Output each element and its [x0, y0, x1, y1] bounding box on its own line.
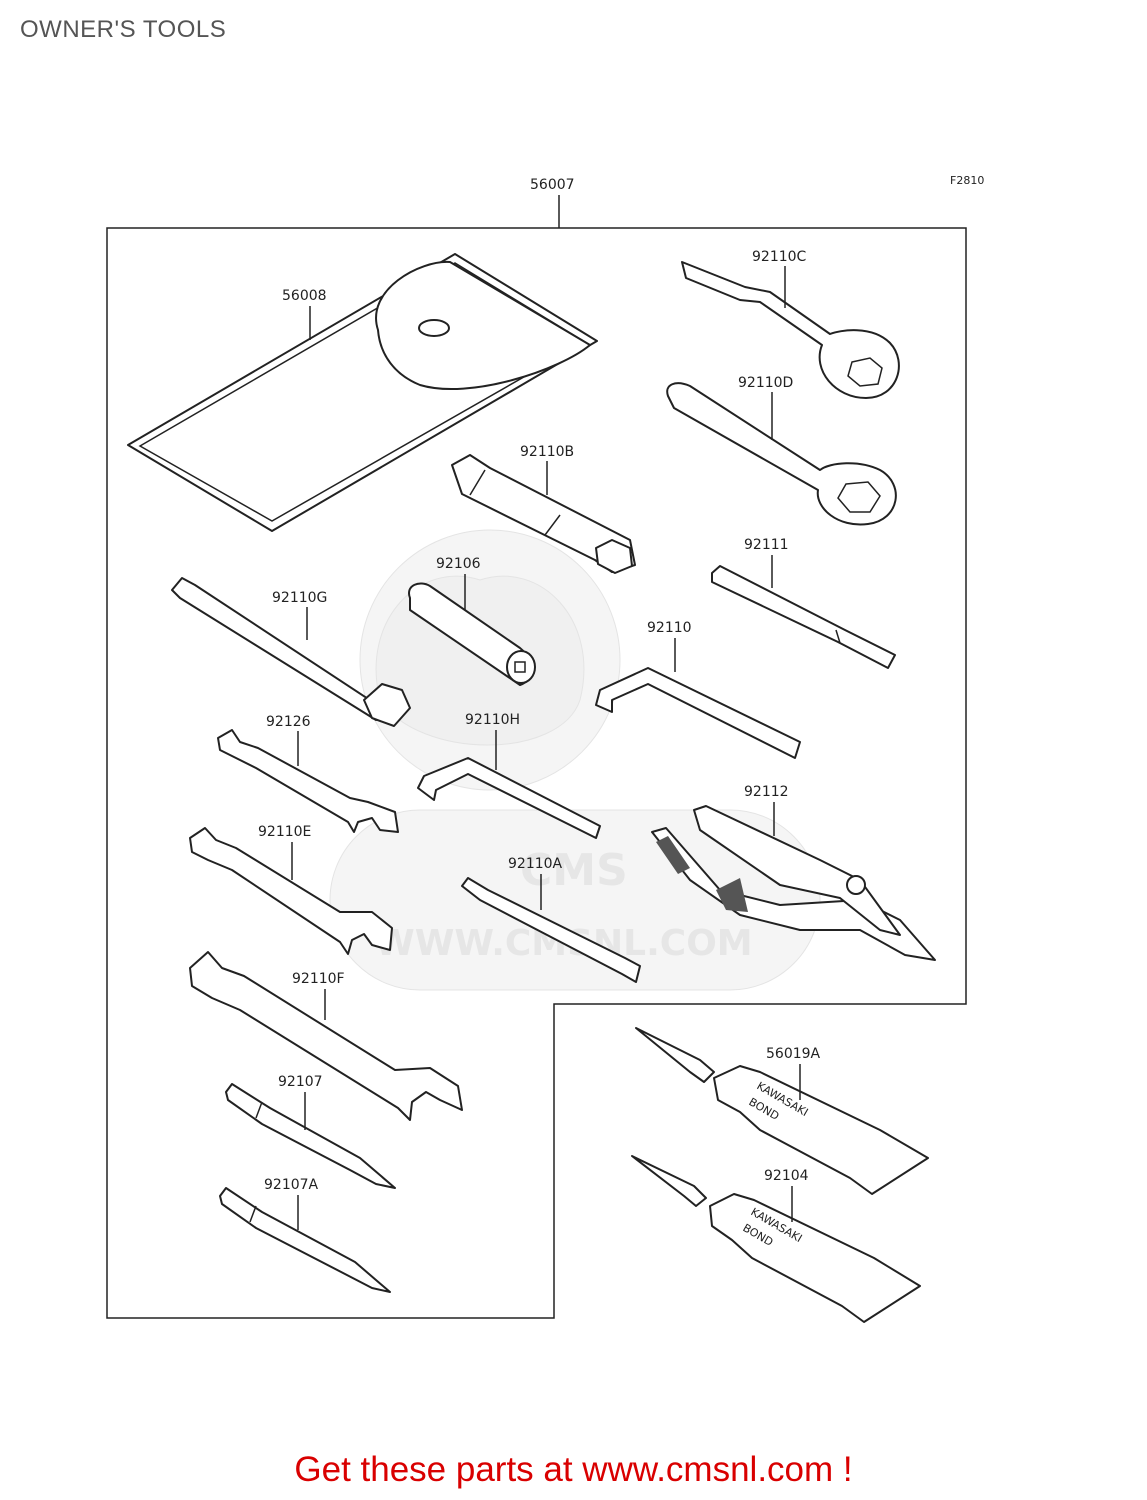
- assembly-part-number: 56007: [530, 177, 575, 193]
- screwdriver-icon: [711, 565, 896, 669]
- socket-wrench-icon: [451, 454, 636, 574]
- part-label-92110E: 92110E: [258, 824, 311, 840]
- part-label-92110C: 92110C: [752, 249, 807, 265]
- part-label-92110B: 92110B: [520, 444, 574, 460]
- part-label-92111: 92111: [744, 537, 789, 553]
- part-label-56008: 56008: [282, 288, 327, 304]
- open-end-wrench-icon: [189, 951, 463, 1121]
- part-label-92126: 92126: [266, 714, 311, 730]
- bond-tube-icon: KAWASAKI BOND: [635, 1027, 929, 1195]
- ring-spanner-icon: [681, 261, 900, 399]
- hex-key-icon: [417, 757, 601, 839]
- assembly-outline: [106, 227, 967, 1319]
- screwdriver-icon: [461, 877, 641, 983]
- part-label-92110H: 92110H: [465, 712, 520, 728]
- parts-diagram: CMS WWW.CMSNL.COM F2810 56007 56008 9211…: [106, 174, 984, 1323]
- pliers-icon: [651, 805, 936, 961]
- footer-link[interactable]: Get these parts at www.cmsnl.com !: [294, 1450, 853, 1489]
- open-end-wrench-icon: [217, 729, 399, 833]
- ring-spanner-icon: [666, 382, 897, 526]
- open-end-wrench-icon: [189, 827, 393, 955]
- part-label-92107: 92107: [278, 1074, 323, 1090]
- part-label-92110F: 92110F: [292, 971, 345, 987]
- screwdriver-icon: [225, 1083, 396, 1189]
- part-label-56019A: 56019A: [766, 1046, 821, 1062]
- part-label-92104: 92104: [764, 1168, 809, 1184]
- extension-bar-icon: [408, 582, 536, 686]
- watermark-brand: CMS: [520, 845, 628, 896]
- bond-tube-icon: KAWASAKI BOND: [631, 1155, 921, 1323]
- page-title: OWNER'S TOOLS: [20, 16, 227, 43]
- hex-key-icon: [595, 667, 801, 759]
- figure-code: F2810: [950, 174, 984, 187]
- part-label-92112: 92112: [744, 784, 789, 800]
- part-label-92106: 92106: [436, 556, 481, 572]
- part-label-92110: 92110: [647, 620, 692, 636]
- part-label-92110D: 92110D: [738, 375, 793, 391]
- extension-bar-icon: [171, 577, 411, 727]
- tool-pouch-icon: [127, 253, 598, 532]
- part-label-92107A: 92107A: [264, 1177, 319, 1193]
- part-label-92110A: 92110A: [508, 856, 563, 872]
- part-label-92110G: 92110G: [272, 590, 327, 606]
- screwdriver-icon: [219, 1187, 391, 1293]
